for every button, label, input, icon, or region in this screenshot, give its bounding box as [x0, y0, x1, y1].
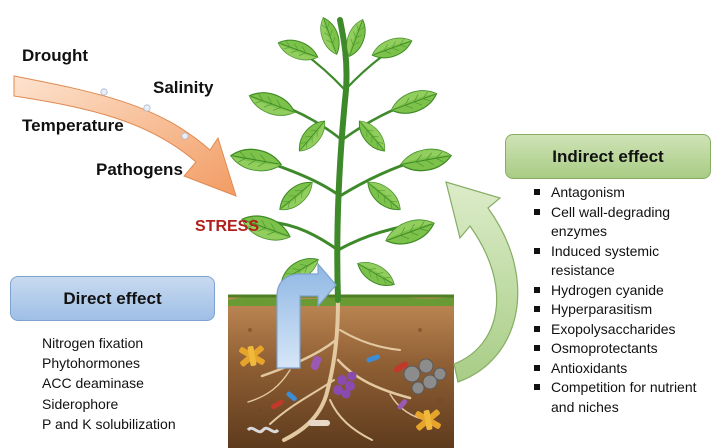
list-item: Hyperparasitism	[532, 300, 722, 320]
list-item: Exopolysaccharides	[532, 320, 722, 340]
indirect-effect-list: Antagonism Cell wall-degrading enzymes I…	[532, 183, 722, 417]
list-item: Antioxidants	[532, 359, 722, 379]
list-item: Siderophore	[42, 395, 119, 412]
list-item: P and K solubilization	[42, 415, 176, 432]
stress-arrow	[13, 75, 237, 197]
list-item: Cell wall-degrading enzymes	[532, 203, 722, 242]
stress-label: STRESS	[195, 218, 260, 235]
list-item: Nitrogen fixation	[42, 335, 144, 351]
indirect-effect-arrow	[445, 181, 519, 383]
direct-effect-list: Nitrogen fixation Phytohormones ACC deam…	[42, 333, 176, 434]
indirect-effect-title: Indirect effect	[552, 146, 664, 166]
direct-effect-title: Direct effect	[63, 288, 162, 308]
list-item: ACC deaminase	[42, 375, 144, 392]
soil-microbes	[239, 345, 447, 434]
list-item: Competition for nutrient and niches	[532, 378, 722, 417]
plant-stem	[260, 17, 420, 303]
stress-factor-temperature: Temperature	[22, 116, 124, 135]
direct-effect-arrow	[276, 262, 337, 369]
direct-effect-box: Direct effect	[10, 276, 215, 321]
stress-factor-salinity: Salinity	[153, 78, 214, 97]
indirect-effect-box: Indirect effect	[505, 134, 711, 179]
stress-factor-pathogens: Pathogens	[96, 160, 183, 179]
list-item: Hydrogen cyanide	[532, 281, 722, 301]
list-item: Phytohormones	[42, 355, 141, 372]
list-item: Induced systemic resistance	[532, 242, 722, 281]
list-item: Antagonism	[532, 183, 722, 203]
plant-roots	[247, 298, 429, 442]
list-item: Osmoprotectants	[532, 339, 722, 359]
stress-factor-drought: Drought	[22, 46, 89, 65]
